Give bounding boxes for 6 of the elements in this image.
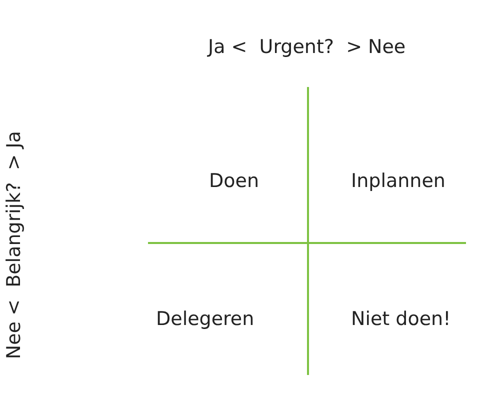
quadrant-label: Inplannen	[351, 169, 446, 193]
quadrant-label: Delegeren	[156, 307, 254, 331]
quadrant-label: Doen	[209, 169, 259, 193]
quadrant-label: Niet doen!	[351, 307, 451, 331]
axis-label: Nee < Belangrijk? > Ja	[2, 130, 26, 360]
axis-label: Ja < Urgent? > Nee	[208, 35, 406, 59]
